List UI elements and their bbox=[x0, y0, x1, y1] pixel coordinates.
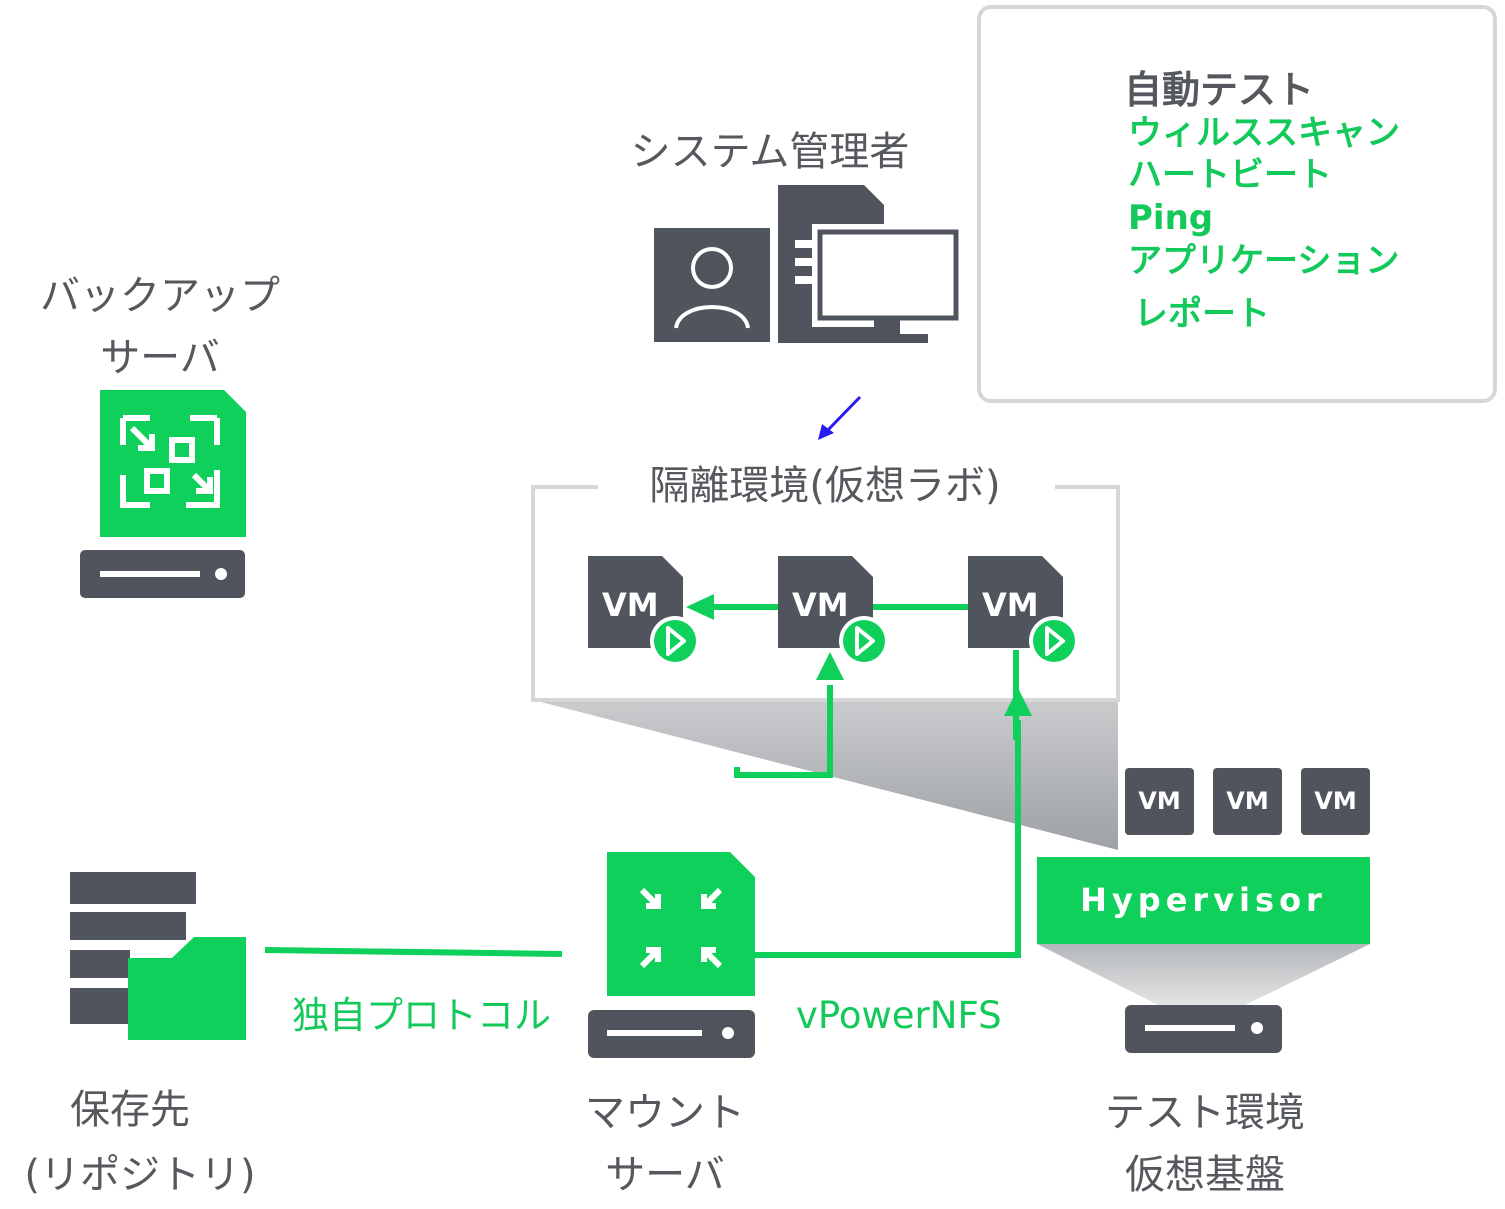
lab-vm-shape-2 bbox=[778, 556, 889, 666]
lab-vm-label-3: VM bbox=[982, 586, 1039, 624]
auto-test-panel: 自動テスト bbox=[977, 5, 1497, 403]
mount-server-label-line1: マウント bbox=[585, 1090, 745, 1136]
test-env-label-line2: 仮想基盤 bbox=[1125, 1152, 1285, 1198]
test-env-label-line1: テスト環境 bbox=[1105, 1090, 1305, 1136]
test-item-label: ウィルススキャン bbox=[1128, 113, 1400, 153]
pointer-arrow-icon bbox=[818, 395, 862, 440]
test-item-heartbeat: ハートビート bbox=[1128, 158, 1332, 192]
lab-vm-label-1: VM bbox=[602, 586, 659, 624]
repository-folder-icon bbox=[70, 872, 246, 1040]
test-env-vm-2: VM bbox=[1213, 768, 1282, 835]
test-item-report: レポート bbox=[1134, 297, 1270, 331]
backup-server-label-line2: サーバ bbox=[100, 335, 220, 381]
test-item-label: ハートビート bbox=[1128, 155, 1332, 195]
mount-server-label-line2: サーバ bbox=[605, 1152, 725, 1198]
admin-workstation-icon bbox=[654, 185, 962, 343]
backup-server-icon bbox=[80, 390, 246, 598]
backup-server-label-line1: バックアップ bbox=[40, 273, 280, 319]
admin-label: システム管理者 bbox=[630, 129, 910, 175]
repository-label-line1: 保存先 bbox=[70, 1087, 190, 1133]
test-item-application: アプリケーション bbox=[1128, 244, 1399, 278]
virtual-lab-frame bbox=[531, 485, 1120, 702]
lab-vm-label-2: VM bbox=[792, 586, 849, 624]
test-item-label: Ping bbox=[1128, 198, 1214, 238]
test-item-virus-scan: ウィルススキャン bbox=[1128, 116, 1400, 150]
hypervisor-block: Hypervisor bbox=[1037, 857, 1370, 944]
test-env-server-icon bbox=[1125, 1005, 1282, 1053]
hypervisor-projection-shade bbox=[1037, 944, 1370, 1010]
lab-vm-shape-1 bbox=[588, 556, 700, 666]
test-env-vm-1: VM bbox=[1125, 768, 1194, 835]
repository-label-line2: (リポジトリ) bbox=[24, 1152, 256, 1198]
vpowernfs-label: vPowerNFS bbox=[796, 994, 1002, 1037]
test-item-ping: Ping bbox=[1128, 201, 1213, 235]
lab-vm-shape-3 bbox=[968, 556, 1079, 666]
test-env-vm-3: VM bbox=[1301, 768, 1370, 835]
protocol-label: 独自プロトコル bbox=[292, 994, 551, 1037]
mount-server-icon bbox=[588, 852, 755, 1058]
test-item-label: アプリケーション bbox=[1128, 241, 1400, 281]
test-item-label: レポート bbox=[1134, 294, 1270, 334]
virtual-lab-label: 隔離環境(仮想ラボ) bbox=[649, 463, 1001, 509]
connection-lines bbox=[264, 604, 1021, 958]
auto-test-title: 自動テスト bbox=[1123, 68, 1314, 112]
connection-arrowheads bbox=[686, 594, 1032, 716]
